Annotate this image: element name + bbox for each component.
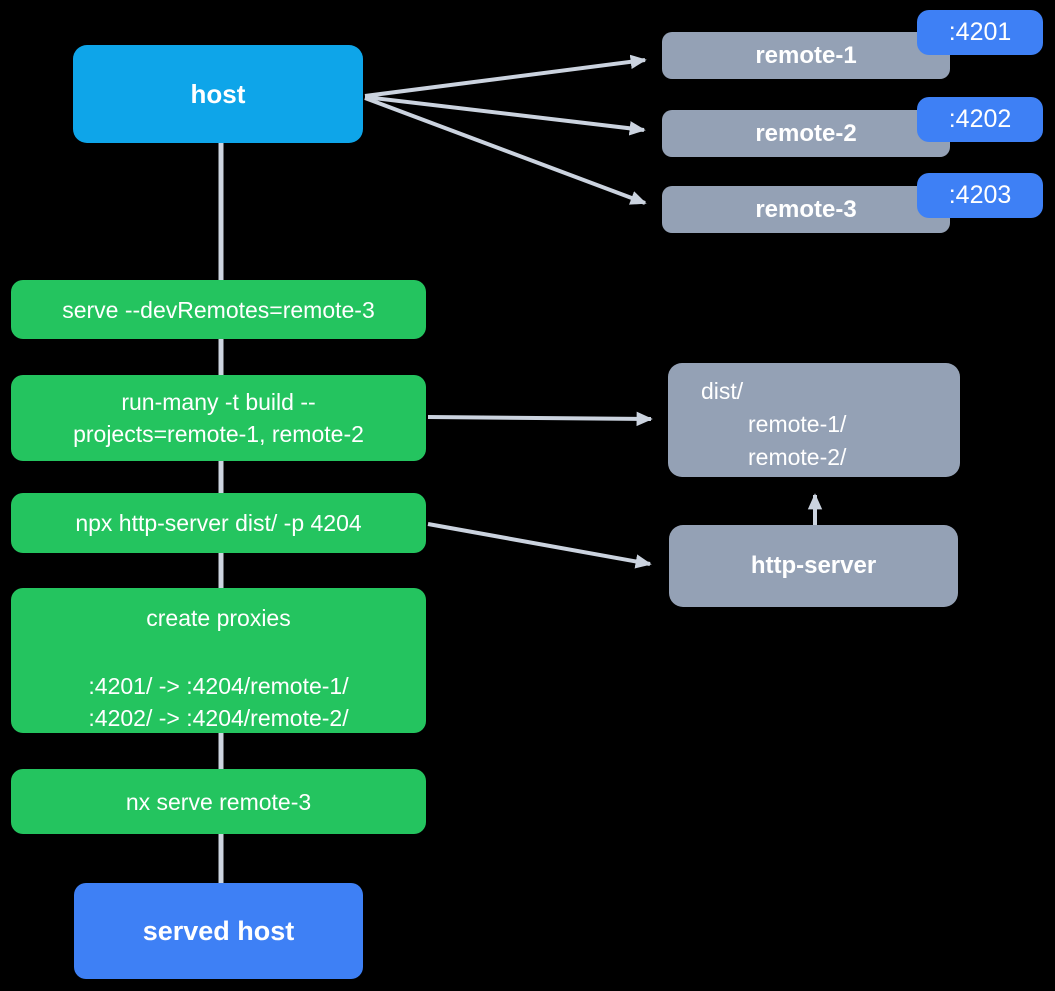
- command-npx-http-server: npx http-server dist/ -p 4204: [11, 493, 426, 553]
- remote-3-node: remote-3: [662, 186, 950, 233]
- dist-line-root: dist/: [701, 378, 744, 404]
- port-4201-label: :4201: [948, 18, 1012, 46]
- host-label: host: [190, 78, 246, 109]
- http-server-node: http-server: [669, 525, 958, 607]
- proxy-rule-2: :4202/ -> :4204/remote-2/: [88, 705, 349, 731]
- arrow-host-to-remote-2: [364, 95, 646, 136]
- arrow-http-server-cmd-to-http-server: [427, 522, 652, 569]
- command-serve-dev-remotes: serve --devRemotes=remote-3: [11, 280, 426, 339]
- dist-line-remote-1: remote-1/: [748, 411, 847, 437]
- remote-1-label: remote-1: [755, 41, 857, 69]
- dist-folder-node: dist/ remote-1/ remote-2/: [668, 363, 960, 477]
- command-create-proxies: create proxies :4201/ -> :4204/remote-1/…: [11, 588, 426, 733]
- port-4202-label: :4202: [948, 105, 1012, 133]
- port-badge-4202: :4202: [917, 97, 1043, 142]
- command-nx-serve-remote-3: nx serve remote-3: [11, 769, 426, 834]
- command-serve-dev-remotes-label: serve --devRemotes=remote-3: [62, 296, 375, 323]
- dist-line-remote-2: remote-2/: [748, 444, 847, 470]
- command-run-many-line-2: projects=remote-1, remote-2: [73, 421, 364, 447]
- arrow-run-many-to-dist: [427, 411, 653, 427]
- arrow-host-to-remote-1: [364, 54, 647, 98]
- remote-3-label: remote-3: [755, 195, 857, 223]
- command-npx-http-server-label: npx http-server dist/ -p 4204: [75, 510, 362, 536]
- served-host-node: served host: [74, 883, 363, 979]
- proxy-rule-1: :4201/ -> :4204/remote-1/: [88, 673, 349, 699]
- arrow-host-to-remote-3: [364, 96, 647, 205]
- port-4203-label: :4203: [948, 181, 1012, 209]
- port-badge-4203: :4203: [917, 173, 1043, 218]
- command-run-many-line-1: run-many -t build --: [121, 389, 316, 415]
- remote-2-label: remote-2: [755, 119, 857, 147]
- served-host-label: served host: [142, 915, 295, 946]
- host-node: host: [73, 45, 363, 143]
- command-nx-serve-remote-3-label: nx serve remote-3: [125, 788, 312, 815]
- port-badge-4201: :4201: [917, 10, 1043, 55]
- remote-2-node: remote-2: [662, 110, 950, 157]
- create-proxies-title: create proxies: [146, 605, 291, 631]
- remote-1-node: remote-1: [662, 32, 950, 79]
- command-run-many-build: run-many -t build -- projects=remote-1, …: [11, 375, 426, 461]
- http-server-label: http-server: [750, 552, 877, 579]
